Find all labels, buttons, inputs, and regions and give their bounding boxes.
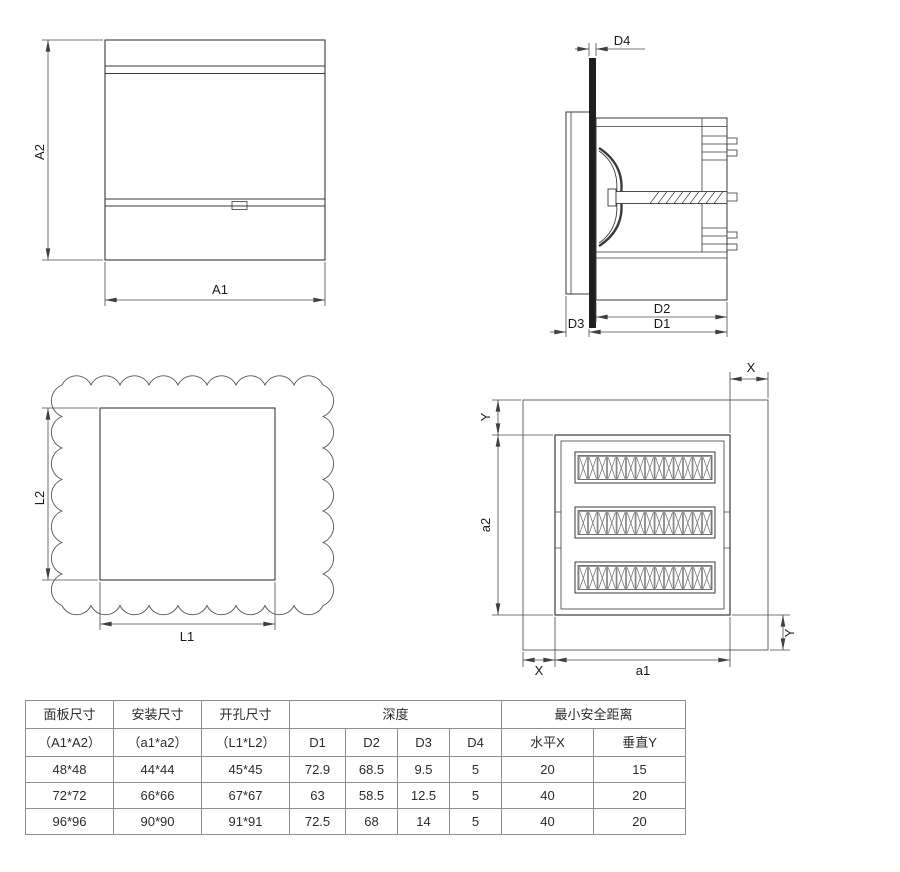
cutout-view-drawing: L2 L1 [32, 375, 335, 644]
table-cell: 68 [345, 808, 398, 835]
header-cutout-size-sub: （L1*L2） [201, 728, 290, 757]
header-d1: D1 [289, 728, 346, 757]
screw-thread-hatch [649, 191, 724, 204]
dim-label-d4: D4 [614, 33, 631, 48]
safety-clearance-boundary [522, 399, 769, 651]
header-install-size-sub: （a1*a2） [113, 728, 202, 757]
dim-label-a1-rear: a1 [636, 663, 650, 678]
header-depth: 深度 [288, 700, 503, 729]
dim-label-y-top: Y [478, 412, 493, 421]
meter-rear-outline [554, 434, 731, 616]
side-view-drawing: D4 D2 D1 D3 [550, 33, 738, 337]
cutout-hole-outline [99, 407, 276, 581]
header-cutout-size: 开孔尺寸 [201, 700, 290, 729]
dimension-drawings: A2 A1 [32, 33, 797, 678]
panel-material-scalloped-outline [50, 375, 335, 616]
header-vertical-y: 垂直Y [593, 728, 687, 757]
dimension-x-a1-bottom [522, 617, 731, 667]
table-cell: 12.5 [397, 782, 450, 809]
dim-label-x-top: X [747, 360, 756, 375]
table-cell: 14 [397, 808, 450, 835]
bezel-outline [565, 111, 589, 295]
dimension-a2-rear [492, 435, 553, 616]
table-cell: 5 [448, 808, 503, 835]
table-cell: 15 [593, 756, 687, 783]
dimension-y-top [492, 399, 553, 436]
dimension-a1 [104, 262, 326, 306]
dim-label-d3: D3 [568, 316, 585, 331]
terminal-strip-3 [574, 561, 716, 594]
header-panel-size-sub: （A1*A2） [25, 728, 114, 757]
table-header-row-2: （A1*A2） （a1*a2） （L1*L2） D1 D2 D3 D4 水平X … [25, 728, 687, 757]
mounting-panel-section [589, 58, 596, 328]
dimension-l1 [99, 582, 276, 630]
terminal-strip-2 [574, 506, 716, 539]
table-cell: 66*66 [113, 782, 202, 809]
dim-label-x-bottom: X [535, 663, 544, 678]
terminal-fins [702, 135, 727, 245]
table-cell: 72.5 [289, 808, 346, 835]
clamp-screw-rod [615, 191, 728, 204]
dimension-l2 [42, 407, 98, 581]
header-d3: D3 [397, 728, 450, 757]
dimension-y-bottom [732, 614, 790, 651]
clamp-screw-head [607, 188, 617, 207]
table-cell: 40 [501, 782, 595, 809]
table-cell: 72.9 [289, 756, 346, 783]
dimension-x-top [729, 372, 769, 433]
terminal-strip-1 [574, 451, 716, 484]
table-row: 48*48 44*44 45*45 72.9 68.5 9.5 5 20 15 [25, 756, 687, 783]
table-cell: 20 [501, 756, 595, 783]
dim-label-y-bottom: Y [782, 628, 797, 637]
front-panel-notch [231, 201, 248, 210]
table-cell: 5 [448, 782, 503, 809]
dim-label-a2: A2 [32, 144, 47, 160]
dimension-d2-d1-d3 [550, 296, 728, 337]
table-cell: 48*48 [25, 756, 114, 783]
dim-label-a2-rear: a2 [478, 518, 493, 532]
table-cell: 44*44 [113, 756, 202, 783]
table-cell: 20 [593, 808, 687, 835]
header-d2: D2 [345, 728, 398, 757]
table-cell: 72*72 [25, 782, 114, 809]
rear-view-drawing: X Y a2 X a1 Y [478, 360, 797, 678]
table-cell: 91*91 [201, 808, 290, 835]
header-min-safety: 最小安全距离 [501, 700, 687, 729]
header-d4: D4 [448, 728, 503, 757]
table-cell: 96*96 [25, 808, 114, 835]
dimension-a2 [42, 39, 103, 261]
table-cell: 90*90 [113, 808, 202, 835]
front-panel-outline [104, 39, 326, 261]
dim-label-d2: D2 [654, 301, 671, 316]
table-cell: 58.5 [345, 782, 398, 809]
dim-label-a1: A1 [212, 282, 228, 297]
dimension-table: 面板尺寸 安装尺寸 开孔尺寸 深度 最小安全距离 （A1*A2） （a1*a2）… [25, 700, 687, 835]
dim-label-d1: D1 [654, 316, 671, 331]
dim-label-l2: L2 [32, 491, 47, 505]
table-cell: 40 [501, 808, 595, 835]
table-cell: 20 [593, 782, 687, 809]
meter-body-outline [595, 117, 728, 301]
header-install-size: 安装尺寸 [113, 700, 202, 729]
front-view-drawing: A2 A1 [32, 39, 326, 306]
dim-label-l1: L1 [180, 629, 194, 644]
dimension-d4 [575, 43, 645, 56]
terminal-tabs [726, 137, 738, 251]
table-cell: 9.5 [397, 756, 450, 783]
table-cell: 63 [289, 782, 346, 809]
table-cell: 68.5 [345, 756, 398, 783]
table-row: 72*72 66*66 67*67 63 58.5 12.5 5 40 20 [25, 782, 687, 809]
table-cell: 67*67 [201, 782, 290, 809]
header-horizontal-x: 水平X [501, 728, 595, 757]
table-cell: 45*45 [201, 756, 290, 783]
table-row: 96*96 90*90 91*91 72.5 68 14 5 40 20 [25, 808, 687, 835]
table-cell: 5 [448, 756, 503, 783]
table-header-row-1: 面板尺寸 安装尺寸 开孔尺寸 深度 最小安全距离 [25, 700, 687, 729]
header-panel-size: 面板尺寸 [25, 700, 114, 729]
